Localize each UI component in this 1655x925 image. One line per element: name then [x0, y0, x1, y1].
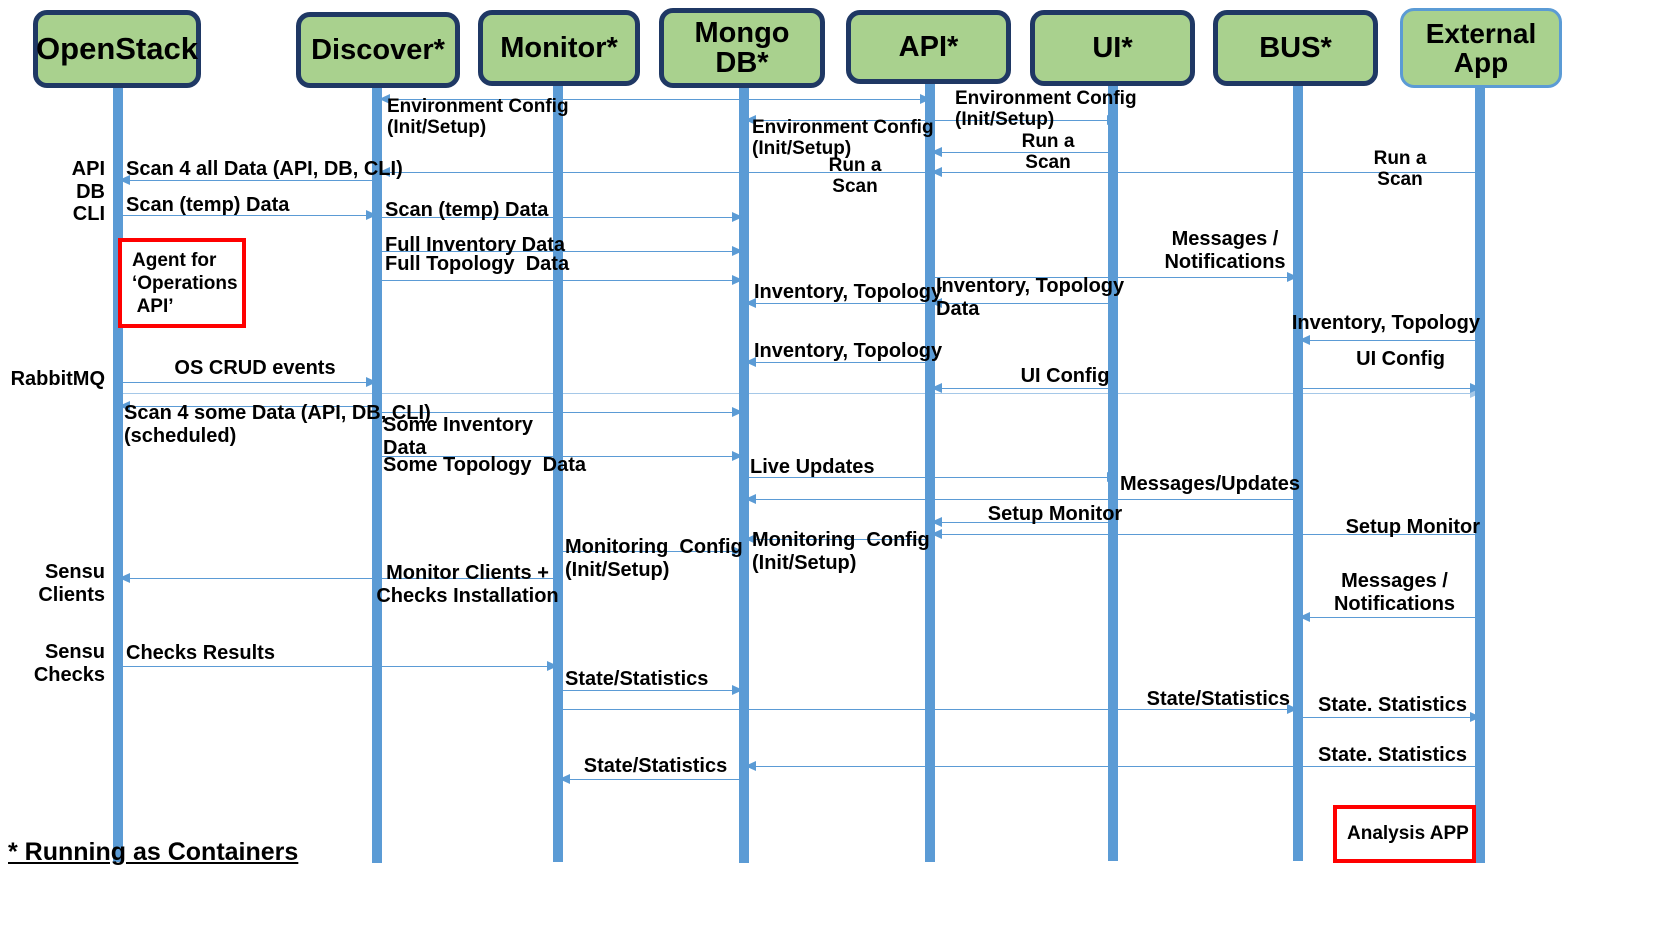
participant-external-app[interactable]: External App: [1400, 8, 1562, 88]
participant-label-api: API*: [898, 30, 959, 63]
message-label-m32: Checks Results: [126, 642, 275, 664]
message-label-m23: Some Topology Data: [383, 454, 586, 476]
participant-bus[interactable]: BUS*: [1213, 10, 1378, 86]
message-label-m08: Scan (temp) Data: [126, 194, 290, 216]
message-label-m26: Setup Monitor: [987, 503, 1123, 525]
callout-agent-operations-api-text: Agent for ‘Operations API’: [132, 250, 238, 317]
message-label-m30: Monitor Clients + Checks Installation: [376, 562, 559, 607]
side-label-rabbitmq: RabbitMQ: [10, 368, 105, 390]
participant-api[interactable]: API*: [846, 10, 1011, 84]
message-label-m31: Messages / Notifications: [1333, 570, 1456, 615]
message-label-m34: State/Statistics: [1146, 688, 1290, 710]
callout-analysis-app: Analysis APP: [1333, 805, 1476, 863]
message-label-m14: Inventory, Topology Data: [936, 275, 1125, 320]
lifeline-mongodb: [739, 88, 749, 863]
callout-agent-operations-api: Agent for ‘Operations API’: [118, 238, 246, 328]
participant-monitor[interactable]: Monitor*: [478, 10, 640, 86]
side-label-api-db-cli: API DB CLI: [71, 158, 105, 226]
message-label-m11: Full Topology Data: [385, 253, 570, 275]
participant-label-ui: UI*: [1092, 31, 1133, 64]
participant-label-monitor: Monitor*: [500, 31, 618, 64]
message-label-m16: Inventory, Topology: [754, 340, 943, 362]
participant-ui[interactable]: UI*: [1030, 10, 1195, 86]
message-label-m09: Scan (temp) Data: [385, 199, 549, 221]
message-label-m12: Messages / Notifications: [1164, 228, 1286, 273]
participant-discover[interactable]: Discover*: [296, 12, 460, 88]
lifeline-openstack: [113, 82, 123, 862]
message-label-m17: UI Config: [1020, 365, 1110, 387]
lifeline-bus: [1293, 85, 1303, 861]
message-label-m02: Environment Config (Init/Setup): [752, 117, 934, 160]
message-label-m21: Scan 4 some Data (API, DB, CLI) (schedul…: [124, 402, 431, 447]
participant-label-mongodb: Mongo DB*: [694, 16, 790, 79]
participant-openstack[interactable]: OpenStack: [33, 10, 201, 88]
footnote-running-as-containers: * Running as Containers: [8, 838, 299, 866]
message-label-m25: Messages/Updates: [1119, 473, 1301, 495]
message-label-m36: State. Statistics: [1318, 744, 1467, 766]
message-label-m19: OS CRUD events: [174, 357, 336, 379]
message-label-m05: Scan 4 all Data (API, DB, CLI): [126, 158, 403, 180]
message-label-m03: Environment Config (Init/Setup): [955, 88, 1137, 131]
message-label-m28: Monitoring Config (Init/Setup): [752, 529, 930, 574]
message-label-m06: Run a Scan: [828, 155, 882, 198]
message-label-m15: Inventory, Topology: [1291, 312, 1480, 334]
side-label-sensu-clients: Sensu Clients: [38, 561, 105, 606]
message-label-m18: UI Config: [1356, 348, 1445, 370]
participant-mongodb[interactable]: Mongo DB*: [659, 8, 825, 88]
message-label-m37: State/Statistics: [583, 755, 728, 777]
side-label-sensu-checks: Sensu Checks: [33, 641, 105, 686]
lifeline-monitor: [553, 84, 563, 862]
message-label-m22: Some Inventory Data: [383, 414, 534, 459]
message-label-m10: Full Inventory Data: [385, 234, 566, 256]
message-label-m13: Inventory, Topology: [754, 281, 943, 303]
message-label-m33: State/Statistics: [565, 668, 709, 690]
lifeline-api: [925, 82, 935, 862]
participant-label-openstack: OpenStack: [36, 30, 198, 66]
message-label-m01: Environment Config (Init/Setup): [387, 96, 569, 139]
message-label-m07: Run a Scan: [1373, 148, 1427, 191]
message-label-m24: Live Updates: [750, 456, 875, 478]
message-label-m27: Setup Monitor: [1345, 516, 1480, 538]
participant-label-bus: BUS*: [1259, 31, 1332, 64]
message-label-m35: State. Statistics: [1318, 694, 1467, 716]
message-label-m29: Monitoring Config (Init/Setup): [565, 536, 743, 581]
lifeline-external: [1475, 85, 1485, 863]
participant-label-external-app: External App: [1425, 17, 1537, 78]
message-label-m04: Run a Scan: [1021, 131, 1075, 174]
participant-label-discover: Discover*: [311, 33, 445, 66]
callout-analysis-app-text: Analysis APP: [1347, 822, 1469, 844]
lifeline-discover: [372, 88, 382, 863]
